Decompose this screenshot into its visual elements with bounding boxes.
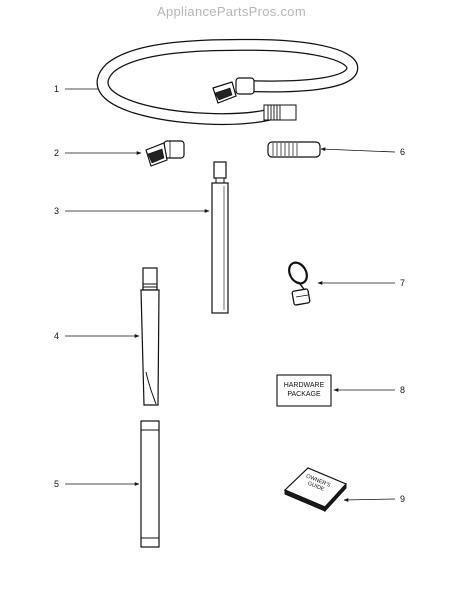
hardware-package-line-1: HARDWARE [283,382,325,389]
watermark-text: AppliancePartsPros.com [157,4,306,19]
extension-wand-drawing [211,161,229,314]
leader-line-6 [320,147,396,153]
callout-2: 2 [54,148,60,158]
hardware-package-box [276,374,332,407]
callout-5: 5 [54,479,60,489]
hardware-package-line-2: PACKAGE [287,391,321,398]
adapter-drawing [267,141,321,158]
callout-9: 9 [400,494,406,504]
hose-drawing [96,38,359,125]
leader-line-9 [343,497,396,502]
owners-guide-drawing [283,467,348,513]
swivel-adapter-drawing [288,261,311,306]
hardware-package-label: HARDWARE PACKAGE [277,381,331,399]
callout-4: 4 [54,331,60,341]
callout-3: 3 [54,206,60,216]
callout-1: 1 [54,84,60,94]
crevice-tool-drawing [140,267,160,406]
callout-8: 8 [400,385,406,395]
wand-drawing [140,420,160,548]
nozzle-drawing [145,140,185,167]
callout-6: 6 [400,147,406,157]
callout-7: 7 [400,278,406,288]
